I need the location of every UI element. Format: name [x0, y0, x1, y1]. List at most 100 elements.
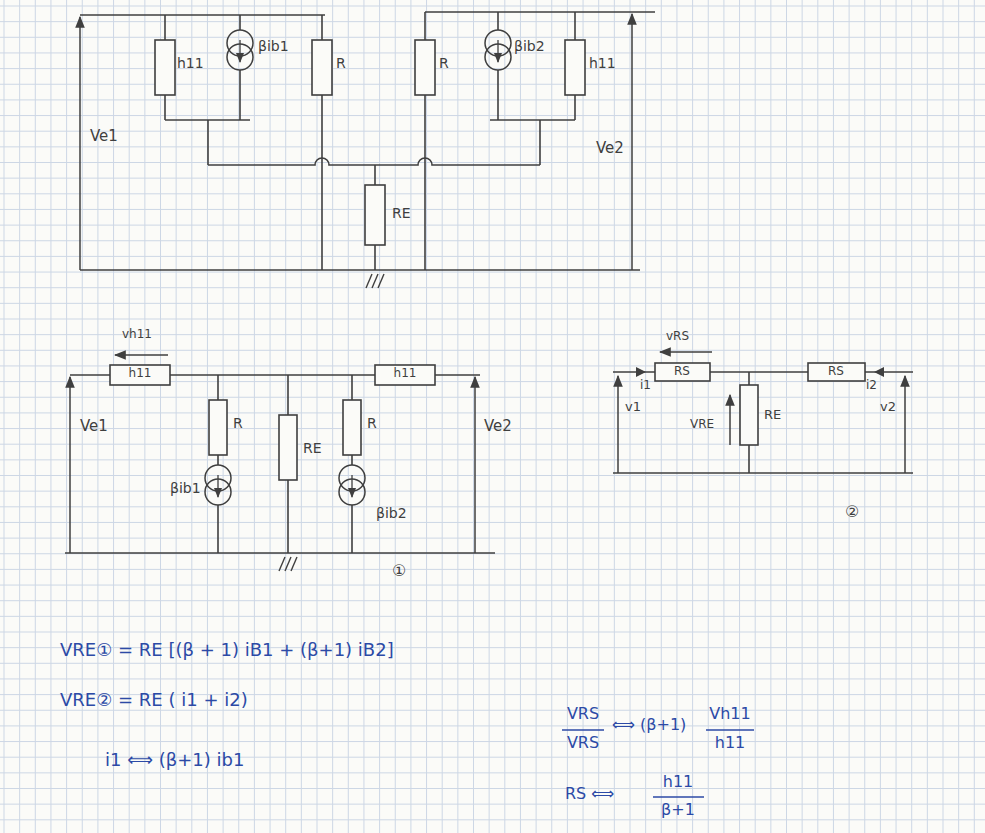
circuit-label: ① — [392, 562, 406, 580]
wire — [170, 374, 375, 376]
voltage-arrow — [631, 14, 633, 270]
grid-line — [0, 772, 985, 773]
grid-line — [0, 6, 985, 7]
wire — [351, 505, 353, 553]
grid-line — [520, 0, 521, 833]
wire — [574, 95, 576, 120]
grid-line — [0, 146, 985, 147]
grid-line — [692, 0, 693, 833]
source-arrow — [497, 40, 498, 62]
grid-line — [661, 0, 662, 833]
current-source-symbol — [485, 30, 511, 70]
wire — [562, 729, 604, 731]
equation-text: VRE① = RE [(β + 1) iB1 + (β+1) iB2] — [60, 640, 394, 661]
voltage-arrow — [660, 351, 712, 353]
grid-line — [0, 725, 985, 726]
grid-line — [896, 0, 897, 833]
grid-line — [0, 178, 985, 179]
wire — [653, 796, 704, 798]
equation-text: i1 ⟺ (β+1) ib1 — [105, 750, 244, 771]
circuit-label: RE — [764, 408, 781, 423]
circuit-label: Ve2 — [484, 418, 512, 435]
grid-line — [0, 459, 985, 460]
grid-line — [802, 0, 803, 833]
grid-line — [536, 0, 537, 833]
resistor-symbol — [740, 385, 758, 445]
wire — [239, 70, 241, 120]
grid-line — [0, 272, 985, 273]
current-source-symbol — [339, 465, 365, 505]
grid-line — [786, 0, 787, 833]
wire — [748, 372, 750, 385]
grid-line — [551, 0, 552, 833]
circuit-label: R — [439, 55, 449, 71]
grid-line — [817, 0, 818, 833]
grid-line — [0, 84, 985, 85]
circuit-label: βib2 — [376, 505, 407, 521]
source-arrow — [239, 40, 240, 62]
grid-line — [19, 0, 20, 833]
grid-line — [927, 0, 928, 833]
equation-text: h11 — [663, 773, 694, 791]
circuit-label: R — [367, 415, 377, 431]
circuit-label: ② — [845, 503, 859, 521]
grid-line — [0, 632, 985, 633]
wire — [490, 119, 575, 121]
grid-line — [379, 0, 380, 833]
current-source-symbol — [205, 465, 231, 505]
grid-line — [708, 0, 709, 833]
wire — [424, 12, 426, 40]
wire — [613, 472, 913, 474]
grid-line — [864, 0, 865, 833]
circuit-label: h11 — [129, 367, 152, 381]
ground-hatch — [366, 274, 372, 288]
circuit-label: Ve2 — [596, 140, 624, 157]
grid-line — [0, 538, 985, 539]
circuit-label: i1 — [640, 379, 651, 393]
grid-line — [426, 0, 427, 833]
voltage-arrow — [69, 377, 71, 553]
grid-line — [0, 52, 985, 53]
wire — [80, 269, 640, 271]
grid-line — [0, 256, 985, 257]
grid-line — [0, 412, 985, 413]
wire — [748, 445, 750, 473]
wire — [539, 120, 541, 165]
wire-hop — [208, 158, 540, 165]
wire — [351, 375, 353, 400]
grid-line — [676, 0, 677, 833]
ground-hatch — [378, 274, 384, 288]
grid-line — [0, 162, 985, 163]
source-arrow — [351, 475, 352, 497]
grid-line — [0, 444, 985, 445]
circuit-label: i2 — [866, 379, 877, 393]
equation-text: VRS — [567, 734, 599, 752]
grid-line — [0, 37, 985, 38]
wire — [706, 729, 754, 731]
wire — [207, 120, 209, 165]
circuit-label: v2 — [880, 400, 896, 415]
resistor-symbol — [110, 365, 170, 385]
grid-line — [0, 131, 985, 132]
grid-line — [0, 804, 985, 805]
ground-hatch — [285, 557, 291, 571]
grid-line — [35, 0, 36, 833]
circuit-label: R — [233, 415, 243, 431]
ground-hatch — [291, 557, 297, 571]
ground-hatch — [372, 274, 378, 288]
source-arrow — [217, 475, 218, 497]
voltage-arrow — [729, 395, 731, 445]
resistor-symbol — [375, 365, 435, 385]
resistor-symbol — [209, 400, 227, 455]
grid-line — [0, 115, 985, 116]
grid-line — [974, 0, 975, 833]
ground-hatch — [279, 557, 285, 571]
grid-line — [0, 741, 985, 742]
grid-line — [614, 0, 615, 833]
wire — [164, 95, 166, 120]
circuit-label: RS — [828, 365, 844, 379]
grid-line — [0, 99, 985, 100]
wire — [164, 15, 166, 40]
wire — [497, 70, 499, 120]
